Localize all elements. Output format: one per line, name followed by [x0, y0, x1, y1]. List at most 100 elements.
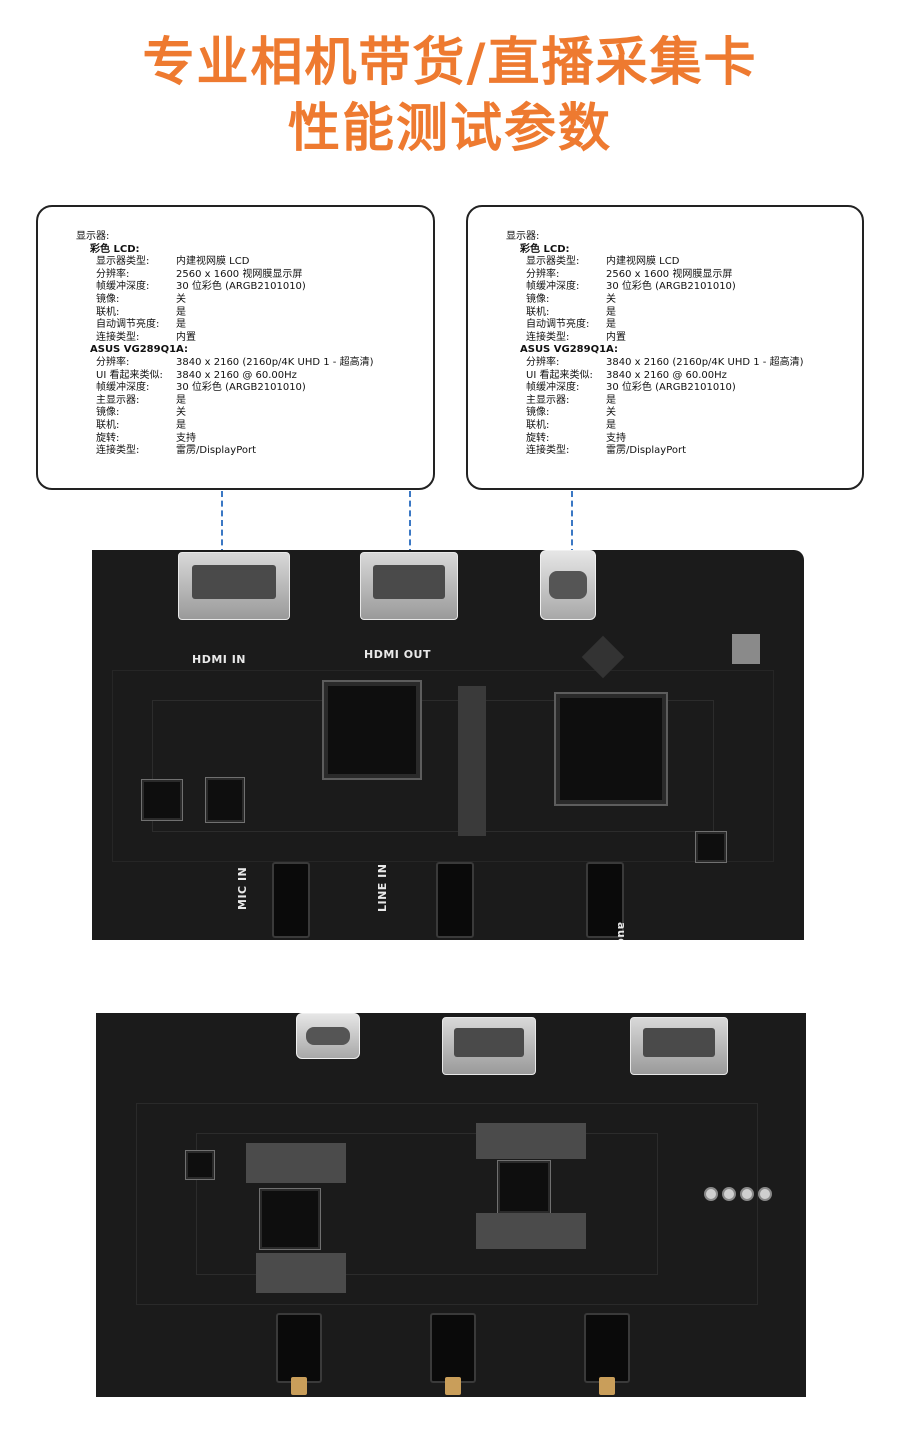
- spec-value: 内置: [176, 331, 196, 343]
- spec-value: 内置: [606, 331, 626, 343]
- connector-line-hdmi-in: [221, 491, 223, 584]
- spec-value: 雷雳/DisplayPort: [606, 445, 687, 457]
- spec-key: UI 看起来类似:: [96, 369, 163, 381]
- chip-small-1: [144, 782, 180, 818]
- spec-row: 显示器:: [506, 231, 803, 244]
- spec-value: 雷雳/DisplayPort: [176, 445, 257, 457]
- spec-value: 是: [176, 419, 186, 431]
- spec-value: 30 位彩色 (ARGB2101010): [606, 382, 736, 394]
- spec-value: 是: [176, 394, 186, 406]
- spec-key: 自动调节亮度:: [526, 319, 590, 331]
- spec-row: 显示器:: [76, 231, 373, 244]
- spec-key: 连接类型:: [526, 445, 570, 457]
- spec-row: 帧缓冲深度: 30 位彩色 (ARGB2101010): [506, 281, 803, 294]
- spec-row: ASUS VG289Q1A:: [506, 344, 803, 357]
- spec-value: 关: [176, 293, 186, 305]
- spec-row: 旋转:支持: [76, 433, 373, 446]
- spec-key: 联机:: [526, 419, 550, 431]
- spec-key: UI 看起来类似:: [526, 369, 593, 381]
- spec-value: 2560 x 1600 视网膜显示屏: [176, 268, 303, 280]
- spec-key: 彩色 LCD:: [520, 243, 570, 255]
- hdmi-port-rear-1: [442, 1017, 536, 1075]
- spec-row: 连接类型: 内置: [76, 332, 373, 345]
- spec-row: 镜像: 关: [506, 294, 803, 307]
- spec-value: 是: [606, 319, 616, 331]
- spec-key: 主显示器:: [96, 394, 140, 406]
- chip-rear-2: [500, 1163, 548, 1211]
- spec-key: ASUS VG289Q1A:: [90, 344, 188, 356]
- spec-key: 连接类型:: [526, 331, 570, 343]
- spec-value: 3840 x 2160 @ 60.00Hz: [606, 369, 727, 381]
- spec-value: 30 位彩色 (ARGB2101010): [176, 382, 306, 394]
- spec-key: 连接类型:: [96, 445, 140, 457]
- spec-key: 显示器:: [76, 231, 110, 242]
- audio-out-jack: [586, 862, 624, 938]
- main-chip-left: [328, 686, 416, 774]
- spec-key: 分辨率:: [526, 356, 560, 368]
- hdmi-out-port: [360, 552, 458, 620]
- hdmi-port-rear-2: [630, 1017, 728, 1075]
- spec-row: 镜像:关: [76, 294, 373, 307]
- spec-row: 分辨率: 2560 x 1600 视网膜显示屏: [76, 269, 373, 282]
- pcb-board-top: HDMI IN HDMI OUT MIC IN LINE IN audio ou…: [92, 550, 804, 940]
- spec-key: 联机:: [526, 306, 550, 318]
- chip-rear-3: [188, 1153, 212, 1177]
- spec-value: 关: [606, 293, 616, 305]
- spec-row: 分辨率:3840 x 2160 (2160p/4K UHD 1 - 超高清): [76, 357, 373, 370]
- spec-row: UI 看起来类似:3840 x 2160 @ 60.00Hz: [76, 370, 373, 383]
- main-chip-right: [560, 698, 662, 800]
- spec-value: 2560 x 1600 视网膜显示屏: [606, 268, 733, 280]
- line-in-label: LINE IN: [376, 863, 389, 912]
- spec-row: 联机:是: [76, 307, 373, 320]
- spec-key: ASUS VG289Q1A:: [520, 344, 618, 356]
- spec-value: 支持: [176, 432, 196, 444]
- spec-row: 显示器类型:内建视网膜 LCD: [506, 256, 803, 269]
- hdmi-out-label: HDMI OUT: [364, 648, 431, 661]
- spec-key: 分辨率:: [526, 268, 560, 280]
- spec-value: 内建视网膜 LCD: [176, 256, 250, 268]
- chip-rear-1: [262, 1191, 318, 1247]
- spec-key: 镜像:: [526, 293, 550, 305]
- spec-value: 是: [176, 319, 186, 331]
- spec-row: 自动调节亮度: 是: [506, 319, 803, 332]
- spec-key: 连接类型:: [96, 331, 140, 343]
- spec-row: 分辨率: 3840 x 2160 (2160p/4K UHD 1 - 超高清): [506, 357, 803, 370]
- spec-value: 30 位彩色 (ARGB2101010): [606, 281, 736, 293]
- spec-row: 帧缓冲深度:30 位彩色 (ARGB2101010): [76, 382, 373, 395]
- page-title: 专业相机带货/直播采集卡 性能测试参数: [0, 30, 900, 162]
- spec-value: 是: [606, 306, 616, 318]
- connector-line-usbc: [571, 491, 573, 584]
- rear-jack-2: [430, 1313, 476, 1395]
- spec-value: 是: [176, 306, 186, 318]
- rear-jack-1: [276, 1313, 322, 1395]
- spec-row: 镜像:关: [506, 407, 803, 420]
- line-in-jack: [436, 862, 474, 938]
- spec-key: 分辨率:: [96, 356, 130, 368]
- spec-row: 帧缓冲深度: 30 位彩色 (ARGB2101010): [506, 382, 803, 395]
- spec-row: 联机: 是: [506, 307, 803, 320]
- chip-small-3: [698, 834, 724, 860]
- spec-key: 主显示器:: [526, 394, 570, 406]
- spec-key: 镜像:: [96, 407, 120, 419]
- spec-row: 联机:是: [76, 420, 373, 433]
- spec-key: 彩色 LCD:: [90, 243, 140, 255]
- spec-row: ASUS VG289Q1A:: [76, 344, 373, 357]
- spec-row: 帧缓冲深度:30 位彩色 (ARGB2101010): [76, 281, 373, 294]
- spec-key: 帧缓冲深度:: [526, 281, 580, 293]
- spec-key: 分辨率:: [96, 268, 130, 280]
- spec-value: 内建视网膜 LCD: [606, 256, 680, 268]
- pcb-board-bottom: [96, 1013, 806, 1397]
- spec-row: UI 看起来类似: 3840 x 2160 @ 60.00Hz: [506, 370, 803, 383]
- spec-row: 彩色 LCD:: [506, 244, 803, 257]
- spec-value: 30 位彩色 (ARGB2101010): [176, 281, 306, 293]
- spec-key: 帧缓冲深度:: [526, 382, 580, 394]
- hdmi-in-label: HDMI IN: [192, 653, 247, 666]
- spec-value: 3840 x 2160 (2160p/4K UHD 1 - 超高清): [606, 356, 804, 368]
- spec-row: 自动调节亮度:是: [76, 319, 373, 332]
- mic-in-jack: [272, 862, 310, 938]
- spec-row: 连接类型: 雷雳/DisplayPort: [76, 445, 373, 458]
- usb-c-port: [540, 550, 596, 620]
- spec-value: 关: [606, 407, 616, 419]
